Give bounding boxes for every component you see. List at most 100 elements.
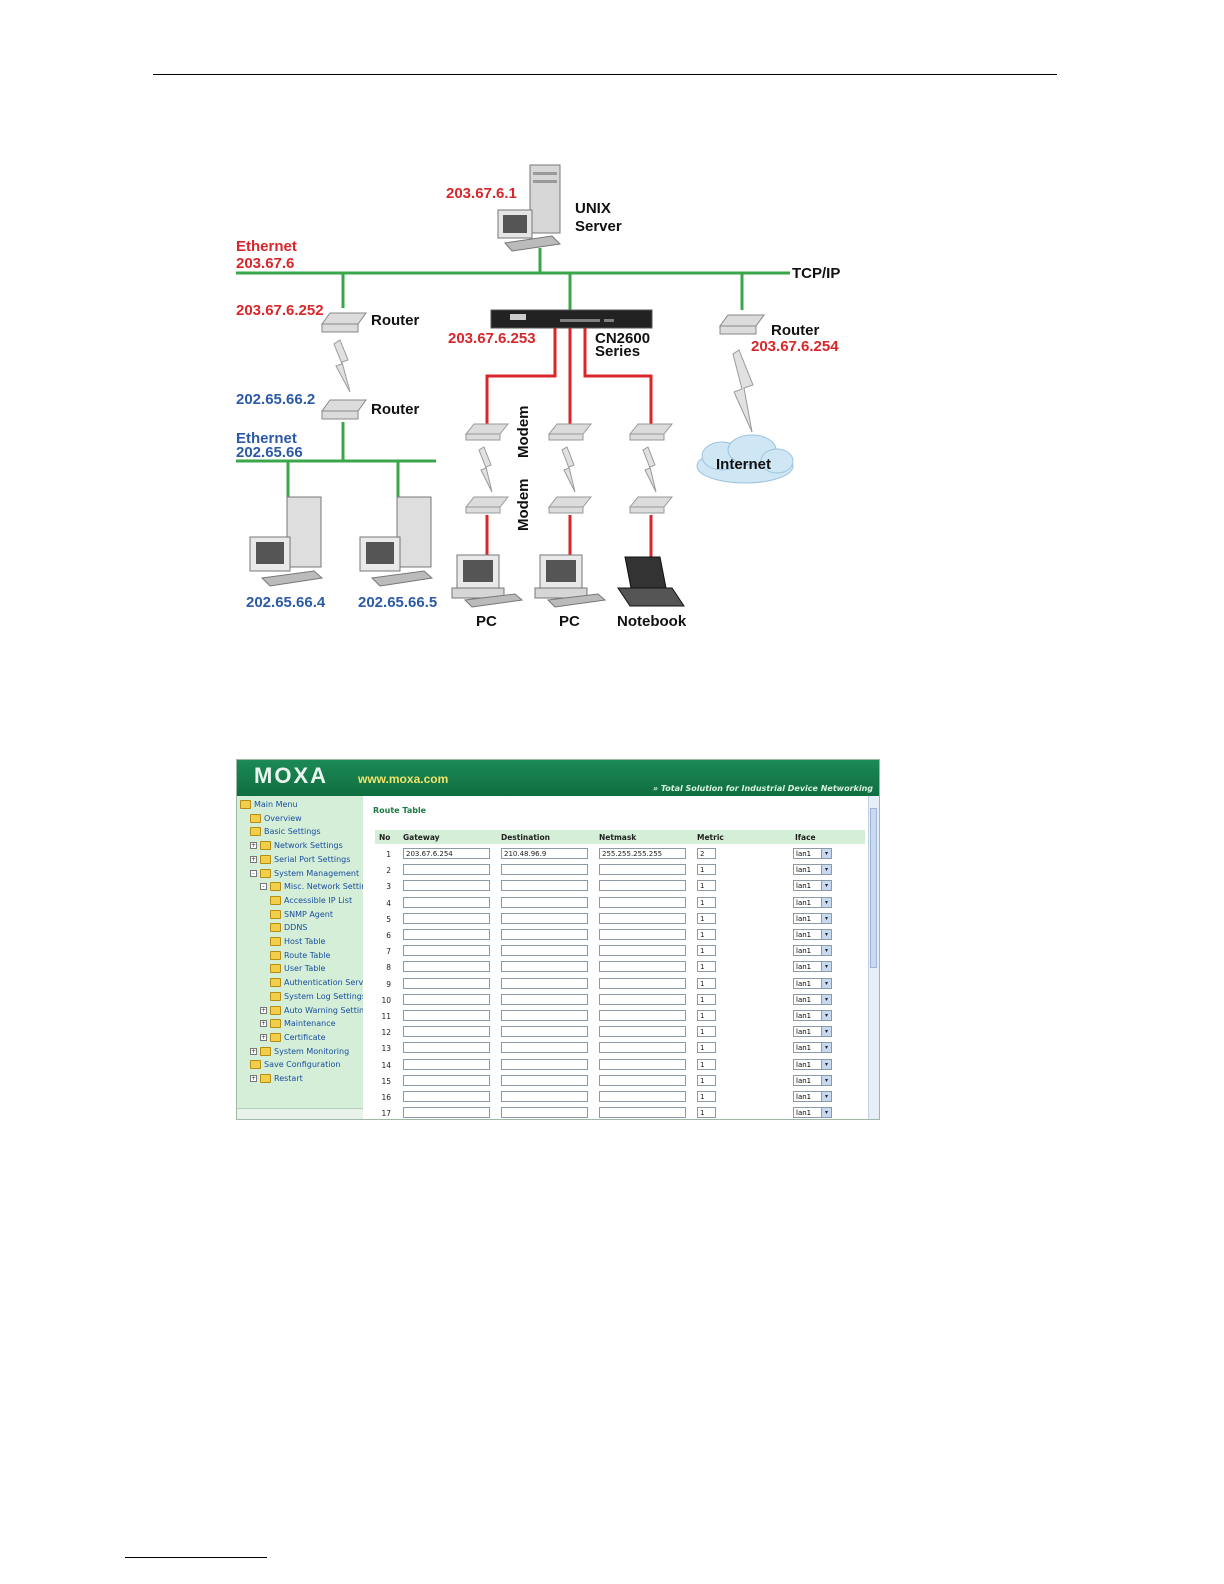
netmask-input[interactable] <box>599 1091 686 1102</box>
chevron-down-icon[interactable]: ▾ <box>821 994 831 1004</box>
metric-input[interactable]: 1 <box>697 961 716 973</box>
gateway-input[interactable] <box>403 912 490 924</box>
iface-select[interactable]: lan1▾ <box>793 1107 832 1119</box>
iface-select[interactable]: lan1▾ <box>793 1074 832 1086</box>
netmask-input[interactable] <box>599 1107 686 1119</box>
destination-input[interactable] <box>501 945 588 957</box>
iface-select[interactable]: lan1▾ <box>793 977 832 989</box>
menu-item[interactable]: Basic Settings <box>250 827 321 837</box>
netmask-input[interactable] <box>599 929 686 940</box>
metric-input[interactable]: 1 <box>697 1010 716 1021</box>
destination-input[interactable] <box>501 1042 588 1054</box>
destination-input[interactable] <box>501 1074 588 1086</box>
menu-item[interactable]: +Certificate <box>260 1032 326 1042</box>
chevron-down-icon[interactable]: ▾ <box>821 897 831 907</box>
metric-input[interactable]: 1 <box>697 896 716 908</box>
metric-input[interactable]: 1 <box>697 929 716 940</box>
iface-select[interactable]: lan1▾ <box>793 1042 832 1054</box>
metric-input[interactable]: 1 <box>697 1091 716 1102</box>
destination-input[interactable] <box>501 864 588 876</box>
gateway-input[interactable] <box>403 1010 490 1021</box>
gateway-input[interactable] <box>403 864 490 876</box>
destination-input[interactable] <box>501 1026 588 1038</box>
gateway-input[interactable] <box>403 1026 490 1038</box>
menu-item[interactable]: +Maintenance <box>260 1019 336 1029</box>
iface-select[interactable]: lan1▾ <box>793 929 832 940</box>
gateway-input[interactable] <box>403 1042 490 1054</box>
metric-input[interactable]: 1 <box>697 912 716 924</box>
destination-input[interactable] <box>501 1091 588 1102</box>
netmask-input[interactable] <box>599 1058 686 1070</box>
collapse-icon[interactable]: - <box>250 869 257 877</box>
menu-item[interactable]: +Serial Port Settings <box>250 854 350 864</box>
gateway-input[interactable] <box>403 1074 490 1086</box>
metric-input[interactable]: 1 <box>697 864 716 876</box>
destination-input[interactable] <box>501 1107 588 1119</box>
iface-select[interactable]: lan1▾ <box>793 880 832 892</box>
destination-input[interactable] <box>501 1010 588 1021</box>
menu-item[interactable]: Authentication Serve <box>270 978 363 988</box>
expand-icon[interactable]: + <box>250 1047 257 1055</box>
metric-input[interactable]: 1 <box>697 1074 716 1086</box>
netmask-input[interactable] <box>599 864 686 876</box>
menu-item[interactable]: Route Table <box>270 950 330 960</box>
destination-input[interactable] <box>501 880 588 892</box>
menu-item[interactable]: Accessible IP List <box>270 895 352 905</box>
chevron-down-icon[interactable]: ▾ <box>821 1043 831 1053</box>
netmask-input[interactable] <box>599 945 686 957</box>
iface-select[interactable]: lan1▾ <box>793 864 832 876</box>
destination-input[interactable] <box>501 977 588 989</box>
chevron-down-icon[interactable]: ▾ <box>821 881 831 891</box>
site-url[interactable]: www.moxa.com <box>358 772 449 786</box>
destination-input[interactable] <box>501 993 588 1005</box>
gateway-input[interactable] <box>403 1058 490 1070</box>
expand-icon[interactable]: + <box>260 1006 267 1014</box>
chevron-down-icon[interactable]: ▾ <box>821 1092 831 1101</box>
expand-icon[interactable]: + <box>250 842 257 850</box>
iface-select[interactable]: lan1▾ <box>793 993 832 1005</box>
gateway-input[interactable] <box>403 961 490 973</box>
metric-input[interactable]: 1 <box>697 1026 716 1038</box>
chevron-down-icon[interactable]: ▾ <box>821 930 831 939</box>
menu-item[interactable]: Save Configuration <box>250 1060 340 1070</box>
chevron-down-icon[interactable]: ▾ <box>821 1027 831 1037</box>
iface-select[interactable]: lan1▾ <box>793 961 832 973</box>
expand-icon[interactable]: + <box>260 1020 267 1028</box>
menu-item[interactable]: +System Monitoring <box>250 1046 349 1056</box>
gateway-input[interactable] <box>403 977 490 989</box>
menu-item[interactable]: Main Menu <box>240 800 298 809</box>
netmask-input[interactable] <box>599 1042 686 1054</box>
gateway-input[interactable] <box>403 896 490 908</box>
menu-item[interactable]: Host Table <box>270 937 325 946</box>
menu-item[interactable]: Overview <box>250 813 302 823</box>
gateway-input[interactable]: 203.67.6.254 <box>403 848 490 859</box>
netmask-input[interactable] <box>599 1074 686 1086</box>
metric-input[interactable]: 1 <box>697 880 716 892</box>
chevron-down-icon[interactable]: ▾ <box>821 865 831 875</box>
menu-item[interactable]: +Auto Warning Settings <box>260 1005 363 1015</box>
menu-item[interactable]: -Misc. Network Settings <box>260 882 363 892</box>
scrollbar-thumb[interactable] <box>870 808 877 968</box>
chevron-down-icon[interactable]: ▾ <box>821 962 831 972</box>
netmask-input[interactable] <box>599 1026 686 1038</box>
gateway-input[interactable] <box>403 993 490 1005</box>
menu-item[interactable]: +Network Settings <box>250 841 343 851</box>
menu-item[interactable]: -System Management <box>250 868 359 878</box>
netmask-input[interactable]: 255.255.255.255 <box>599 848 686 859</box>
gateway-input[interactable] <box>403 880 490 892</box>
netmask-input[interactable] <box>599 880 686 892</box>
menu-item[interactable]: DDNS <box>270 923 307 933</box>
destination-input[interactable] <box>501 1058 588 1070</box>
metric-input[interactable]: 1 <box>697 993 716 1005</box>
chevron-down-icon[interactable]: ▾ <box>821 1108 831 1118</box>
gateway-input[interactable] <box>403 1107 490 1119</box>
gateway-input[interactable] <box>403 1091 490 1102</box>
chevron-down-icon[interactable]: ▾ <box>821 978 831 988</box>
netmask-input[interactable] <box>599 1010 686 1021</box>
collapse-icon[interactable]: - <box>260 883 267 891</box>
destination-input[interactable]: 210.48.96.9 <box>501 848 588 859</box>
netmask-input[interactable] <box>599 961 686 973</box>
chevron-down-icon[interactable]: ▾ <box>821 1075 831 1085</box>
destination-input[interactable] <box>501 961 588 973</box>
netmask-input[interactable] <box>599 977 686 989</box>
